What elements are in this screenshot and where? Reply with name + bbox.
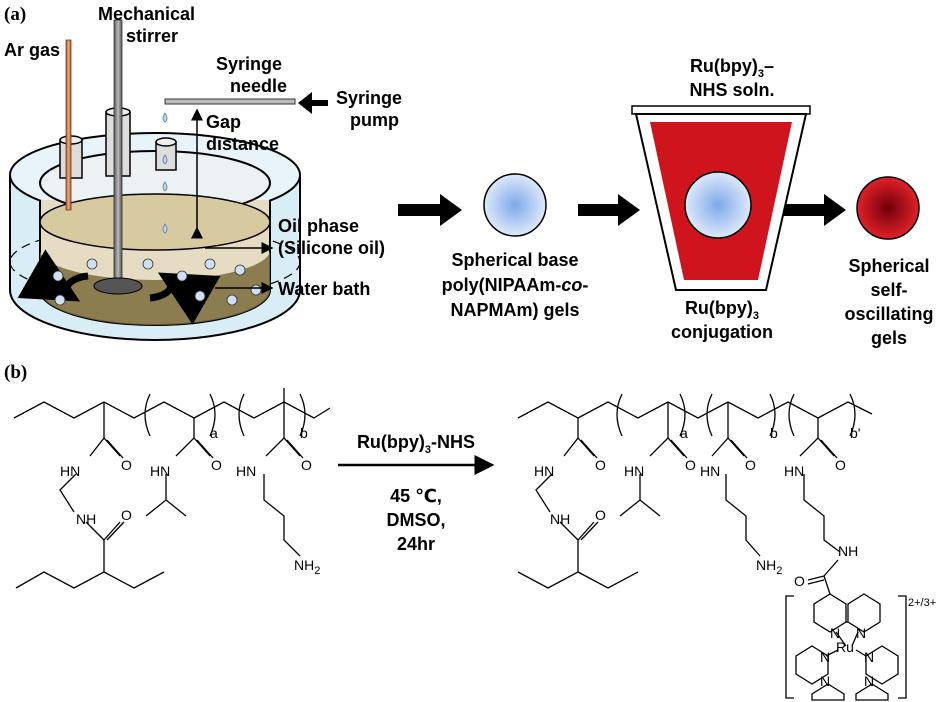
right-hn-3: HN [700, 463, 720, 479]
bpy-n-3: N [820, 649, 830, 665]
gap-label-2: distance [206, 134, 279, 154]
right-sub-b: b [770, 425, 778, 441]
final-gel-label-4: gels [871, 328, 907, 348]
left-sub-a: a [210, 425, 218, 441]
right-hn-1: HN [534, 463, 554, 479]
pump-label-2: pump [350, 110, 399, 130]
right-o-6: O [794, 573, 805, 589]
bpy-n-4: N [864, 649, 874, 665]
stirrer-label-2: stirrer [126, 26, 178, 46]
right-hn-4: HN [784, 463, 804, 479]
complex-charge: 2+/3+ [908, 597, 936, 609]
left-o-3: O [211, 457, 222, 473]
final-gel-label-1: Spherical [848, 256, 929, 276]
base-polymer-structure [13, 388, 331, 589]
conjugation-label-2: conjugation [671, 322, 773, 342]
impeller [93, 277, 143, 295]
right-o-4: O [745, 457, 756, 473]
left-o-1: O [121, 457, 132, 473]
base-gel-sphere [483, 173, 547, 237]
ru-nhs-label-1: Ru(bpy)3– [690, 56, 774, 80]
reagent-label: Ru(bpy)3-NHS [357, 432, 475, 456]
left-nh2: NH2 [294, 557, 320, 577]
needle-label-2: needle [230, 76, 287, 96]
condition-solvent: DMSO, [386, 510, 445, 530]
oil-label-2: (Silicone oil) [278, 238, 385, 258]
left-sub-b: b [300, 425, 308, 441]
left-o-2: O [121, 507, 132, 523]
stirrer-label-1: Mechanical [98, 4, 195, 24]
oil-label-1: Oil phase [278, 216, 359, 236]
conjugation-label-1: Ru(bpy)3 [685, 298, 759, 322]
falling-droplets [162, 112, 168, 234]
gel-in-solution [684, 171, 752, 239]
base-gel-label-3: NAPMAm) gels [450, 300, 579, 320]
stirrer-rod [113, 19, 123, 286]
rotation-arrow-right [149, 272, 221, 325]
final-gel-sphere [856, 176, 920, 240]
conjugated-polymer-structure [517, 393, 907, 701]
syringe-needle [164, 98, 296, 105]
right-sub-a: a [680, 425, 688, 441]
right-sub-b-prime: b' [850, 425, 860, 441]
final-gel-label-3: oscillating [844, 304, 933, 324]
base-gel-label-2: poly(NIPAAm-co- [442, 275, 589, 295]
final-gel-label-2: self- [870, 280, 907, 300]
left-hn-1: HN [60, 463, 80, 479]
right-o-1: O [595, 457, 606, 473]
ru-solution-cup [631, 105, 811, 291]
right-nh-2: NH [838, 543, 858, 559]
ar-gas-tube [65, 39, 72, 211]
right-o-3: O [685, 457, 696, 473]
right-o-5: O [835, 457, 846, 473]
pump-arrow [298, 92, 328, 114]
reactor-apparatus [9, 19, 301, 341]
process-arrow-2 [578, 194, 640, 226]
right-hn-2: HN [624, 463, 644, 479]
right-nh2: NH2 [756, 557, 782, 577]
gel-droplets [52, 258, 262, 306]
condition-time: 24hr [397, 534, 435, 554]
left-o-4: O [301, 457, 312, 473]
water-bath-label: Water bath [278, 279, 370, 299]
oil-surface [39, 193, 271, 251]
rotation-arrow-left [17, 249, 89, 302]
ar-gas-label: Ar gas [4, 40, 60, 60]
left-hn-3: HN [236, 463, 256, 479]
panel-a-label: (a) [4, 4, 26, 25]
bpy-n-5: N [820, 673, 830, 689]
process-arrow-1 [398, 194, 462, 226]
ru-center: Ru [836, 639, 854, 655]
condition-temp: 45 ℃, [390, 486, 442, 506]
ru-nhs-label-2: NHS soln. [689, 80, 774, 100]
needle-label-1: Syringe [216, 54, 282, 74]
panel-b-label: (b) [4, 362, 27, 383]
process-arrow-3 [784, 194, 846, 226]
left-hn-2: HN [150, 463, 170, 479]
pump-label-1: Syringe [336, 88, 402, 108]
bpy-n-2: N [856, 625, 866, 641]
bpy-n-6: N [864, 673, 874, 689]
base-gel-label-1: Spherical base [451, 250, 578, 270]
needle-port-top [155, 137, 177, 147]
right-nh-1: NH [550, 511, 570, 527]
left-nh-1: NH [76, 511, 96, 527]
gap-label-1: Gap [206, 112, 241, 132]
right-o-2: O [595, 507, 606, 523]
bpy-n-1: N [830, 625, 840, 641]
